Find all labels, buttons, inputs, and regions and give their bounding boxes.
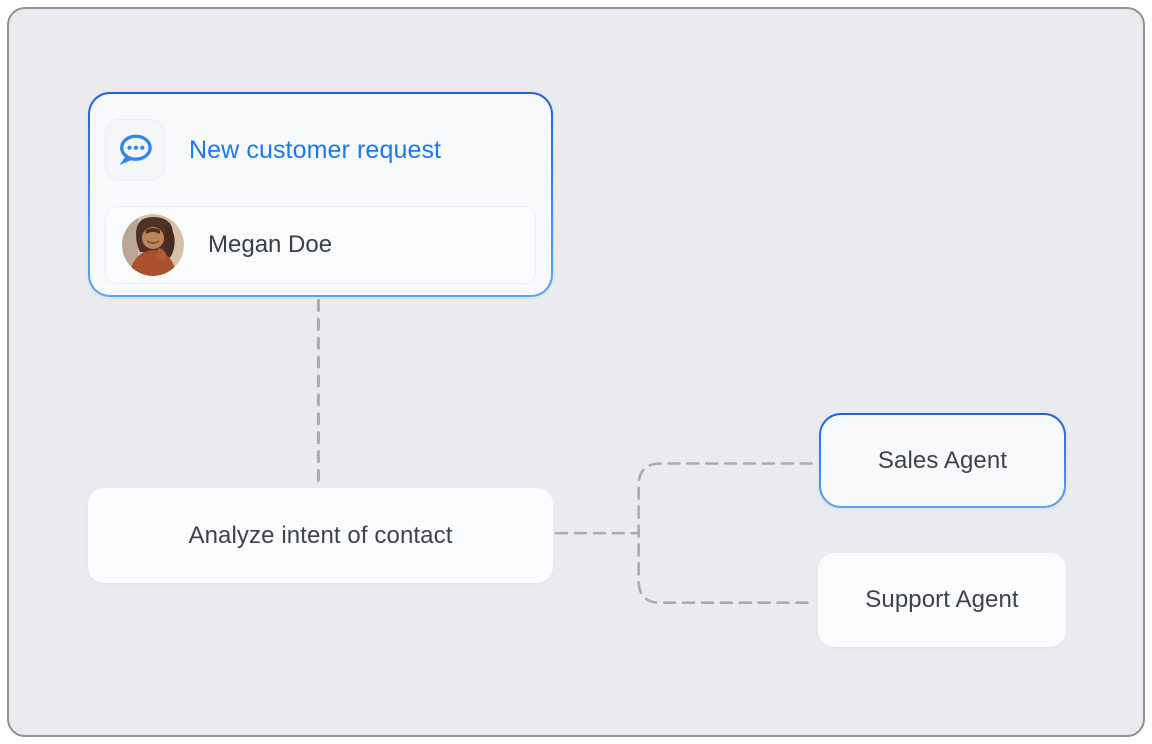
agent-node-sales[interactable]: Sales Agent (819, 413, 1066, 508)
process-node-analyze-intent[interactable]: Analyze intent of contact (88, 488, 553, 583)
avatar (122, 214, 184, 276)
trigger-node-new-customer-request[interactable]: New customer request (88, 92, 553, 297)
workflow-canvas: New customer request (7, 7, 1145, 737)
support-agent-label: Support Agent (865, 586, 1019, 613)
contact-name: Megan Doe (208, 231, 333, 258)
process-label: Analyze intent of contact (188, 521, 453, 549)
contact-row[interactable]: Megan Doe (105, 206, 536, 284)
agent-node-support[interactable]: Support Agent (818, 553, 1066, 647)
chat-icon-tile (105, 119, 165, 181)
sales-agent-label: Sales Agent (877, 446, 1008, 474)
chat-bubble-ellipsis-icon (119, 134, 152, 166)
trigger-title: New customer request (189, 135, 442, 164)
megan-avatar-photo (122, 214, 184, 276)
